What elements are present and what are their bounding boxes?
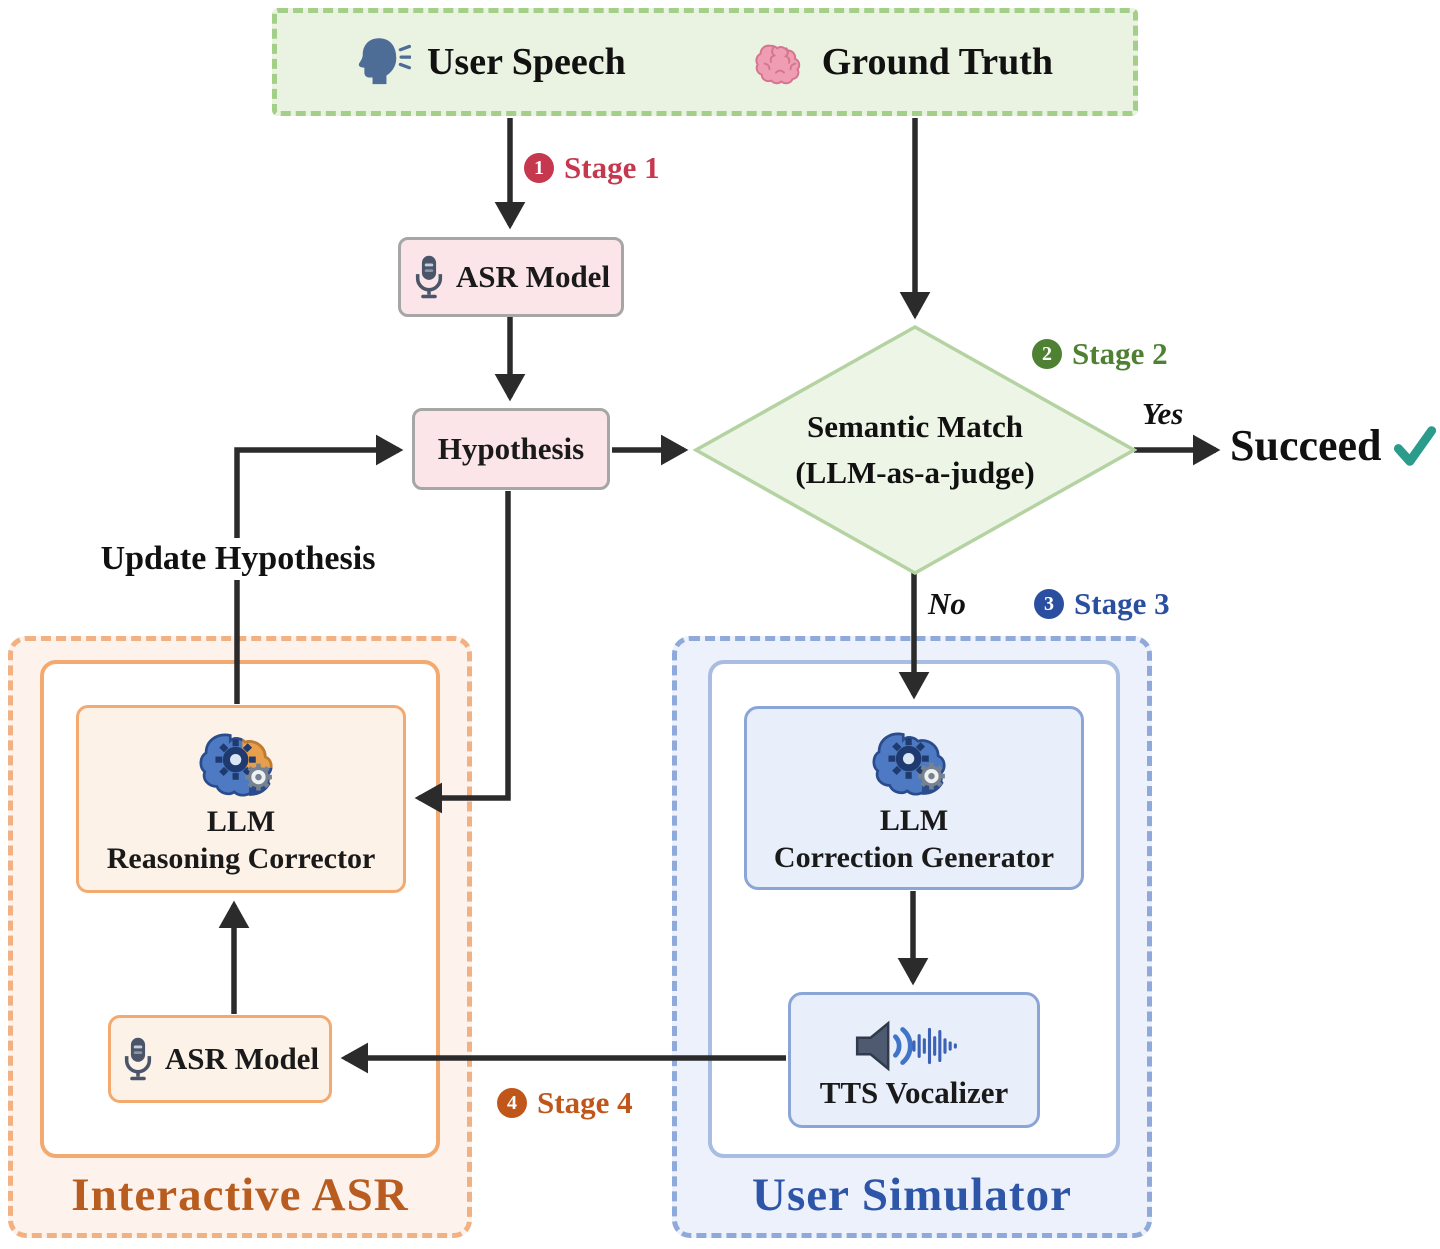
interactive-asr-title: Interactive ASR: [71, 1169, 409, 1221]
stage-4-badge: 4: [497, 1088, 527, 1118]
ground-truth-label: Ground Truth: [821, 41, 1054, 83]
stage-1-label: 1 Stage 1: [524, 150, 660, 186]
speaking-head-icon: [357, 35, 411, 89]
llm-reasoning-corrector-subtitle: Reasoning Corrector: [106, 842, 376, 875]
asr-model-loop-node: ASR Model: [108, 1015, 332, 1103]
stage-1-badge: 1: [524, 153, 554, 183]
brain-gears-blue-icon: [871, 726, 957, 802]
llm-reasoning-corrector-title: LLM: [206, 804, 276, 838]
llm-correction-generator-node: LLM Correction Generator: [744, 706, 1084, 890]
stage-2-text: Stage 2: [1072, 336, 1168, 371]
stage-4-label: 4 Stage 4: [497, 1085, 633, 1121]
hypothesis-node: Hypothesis: [412, 408, 610, 490]
asr-model-loop-label: ASR Model: [164, 1041, 320, 1076]
tts-vocalizer-label: TTS Vocalizer: [819, 1075, 1009, 1110]
yes-label: Yes: [1142, 396, 1184, 431]
stage-3-badge: 3: [1034, 589, 1064, 619]
stage-3-text: Stage 3: [1074, 586, 1170, 621]
tts-vocalizer-node: TTS Vocalizer: [788, 992, 1040, 1128]
check-icon: [1392, 423, 1438, 469]
input-sources-box: User Speech Ground Truth: [272, 8, 1138, 116]
stage-2-badge: 2: [1032, 339, 1062, 369]
semantic-match-subtitle: (LLM-as-a-judge): [795, 455, 1035, 490]
llm-reasoning-corrector-node: LLM Reasoning Corrector: [76, 705, 406, 893]
stage-1-text: Stage 1: [564, 150, 660, 185]
brain-icon: [754, 36, 806, 88]
user-speech-label: User Speech: [426, 41, 626, 83]
llm-correction-generator-subtitle: Correction Generator: [773, 841, 1055, 874]
microphone-icon: [121, 1036, 155, 1082]
asr-model-node: ASR Model: [398, 237, 624, 317]
update-hypothesis-label: Update Hypothesis: [72, 538, 404, 580]
no-label: No: [928, 586, 966, 621]
semantic-match-title: Semantic Match: [806, 409, 1024, 444]
ground-truth-item: Ground Truth: [754, 36, 1053, 88]
stage-2-label: 2 Stage 2: [1032, 336, 1168, 372]
succeed-result: Succeed: [1230, 420, 1438, 471]
stage-4-text: Stage 4: [537, 1085, 633, 1120]
hypothesis-label: Hypothesis: [437, 431, 585, 466]
speaker-waves-icon: [852, 1017, 976, 1075]
llm-correction-generator-title: LLM: [879, 803, 949, 837]
stage-3-label: 3 Stage 3: [1034, 586, 1170, 622]
brain-gears-orange-icon: [198, 727, 284, 803]
user-simulator-title: User Simulator: [752, 1169, 1072, 1221]
user-speech-item: User Speech: [357, 35, 626, 89]
semantic-match-text: Semantic Match (LLM-as-a-judge): [693, 324, 1137, 576]
asr-model-label: ASR Model: [455, 259, 611, 294]
microphone-icon: [412, 254, 446, 300]
succeed-label: Succeed: [1230, 421, 1382, 470]
